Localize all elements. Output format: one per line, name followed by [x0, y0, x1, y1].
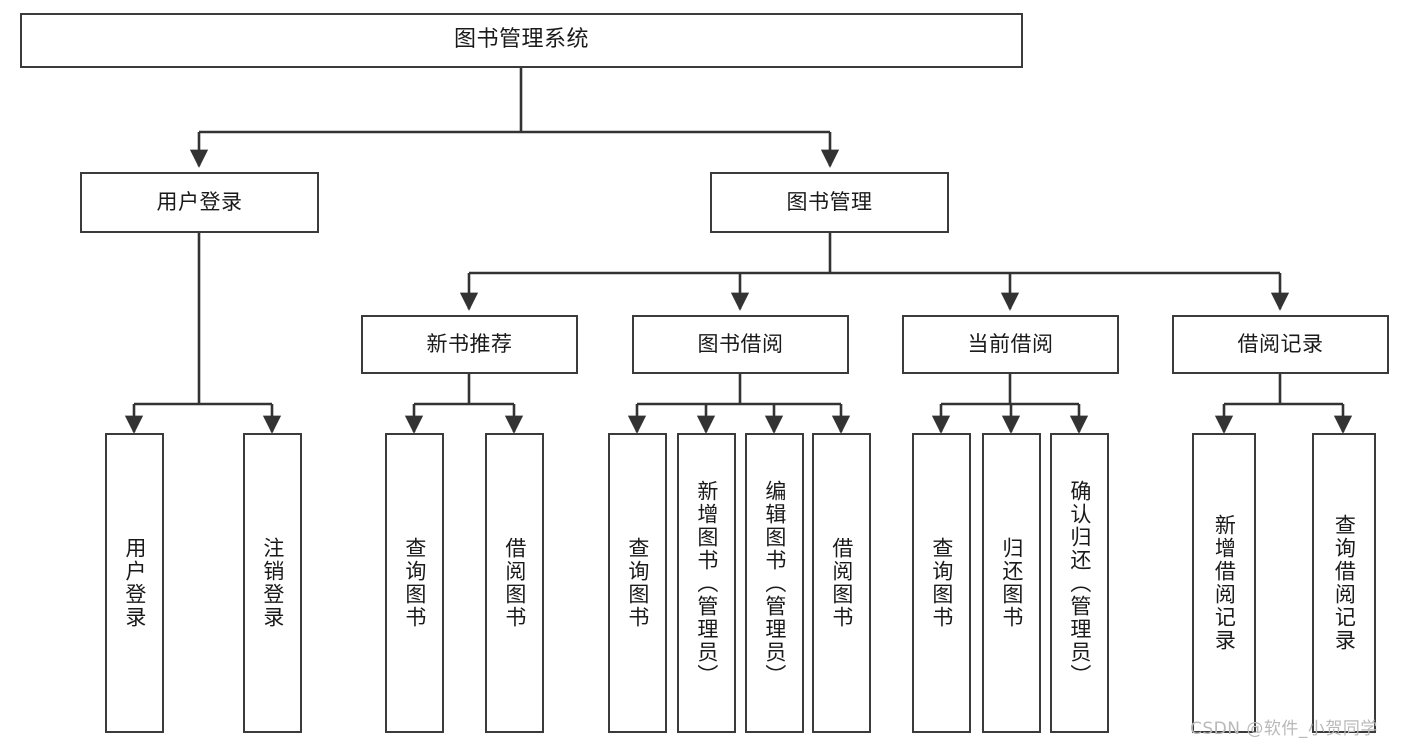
node-new-book-rec[interactable]: 新书推荐: [361, 315, 578, 374]
leaf-edit-book-label: 编辑图书（管理员）: [762, 479, 787, 687]
leaf-return-book-label: 归还图书: [999, 537, 1024, 629]
leaf-query-book-2-label: 查询图书: [625, 537, 650, 629]
node-book-borrow[interactable]: 图书借阅: [632, 315, 849, 374]
leaf-return-book[interactable]: 归还图书: [982, 433, 1041, 733]
node-current-borrow[interactable]: 当前借阅: [902, 315, 1119, 374]
node-new-book-rec-label: 新书推荐: [426, 331, 513, 356]
leaf-add-book-label: 新增图书（管理员）: [694, 479, 719, 687]
leaf-borrow-book-1-label: 借阅图书: [502, 537, 527, 629]
leaf-user-login-label: 用户登录: [122, 537, 147, 629]
node-current-borrow-label: 当前借阅: [967, 331, 1054, 356]
node-root-system[interactable]: 图书管理系统: [20, 13, 1023, 68]
leaf-logout-login-label: 注销登录: [260, 537, 285, 629]
watermark-text: CSDN @软件_小贺同学: [1190, 719, 1378, 739]
leaf-borrow-book-1[interactable]: 借阅图书: [485, 433, 544, 733]
node-user-login-label: 用户登录: [156, 189, 243, 214]
leaf-query-book-3-label: 查询图书: [929, 537, 954, 629]
leaf-confirm-return-label: 确认归还（管理员）: [1067, 479, 1092, 687]
leaf-query-book-3[interactable]: 查询图书: [912, 433, 971, 733]
leaf-confirm-return[interactable]: 确认归还（管理员）: [1050, 433, 1109, 733]
leaf-query-record-label: 查询借阅记录: [1332, 514, 1357, 652]
leaf-query-book-1[interactable]: 查询图书: [385, 433, 444, 733]
leaf-add-book[interactable]: 新增图书（管理员）: [677, 433, 736, 733]
leaf-query-book-1-label: 查询图书: [402, 537, 427, 629]
node-book-borrow-label: 图书借阅: [697, 331, 784, 356]
node-root-system-label: 图书管理系统: [453, 27, 589, 53]
node-user-login[interactable]: 用户登录: [80, 172, 319, 233]
leaf-borrow-book-2[interactable]: 借阅图书: [812, 433, 871, 733]
leaf-add-record-label: 新增借阅记录: [1212, 514, 1237, 652]
leaf-add-record[interactable]: 新增借阅记录: [1192, 433, 1256, 733]
leaf-user-login[interactable]: 用户登录: [105, 433, 164, 733]
node-book-manage[interactable]: 图书管理: [710, 172, 949, 233]
leaf-logout-login[interactable]: 注销登录: [243, 433, 302, 733]
leaf-query-record[interactable]: 查询借阅记录: [1312, 433, 1376, 733]
leaf-query-book-2[interactable]: 查询图书: [608, 433, 667, 733]
leaf-edit-book[interactable]: 编辑图书（管理员）: [745, 433, 804, 733]
leaf-borrow-book-2-label: 借阅图书: [829, 537, 854, 629]
node-borrow-record-label: 借阅记录: [1237, 331, 1324, 356]
node-borrow-record[interactable]: 借阅记录: [1172, 315, 1389, 374]
node-book-manage-label: 图书管理: [786, 189, 873, 214]
